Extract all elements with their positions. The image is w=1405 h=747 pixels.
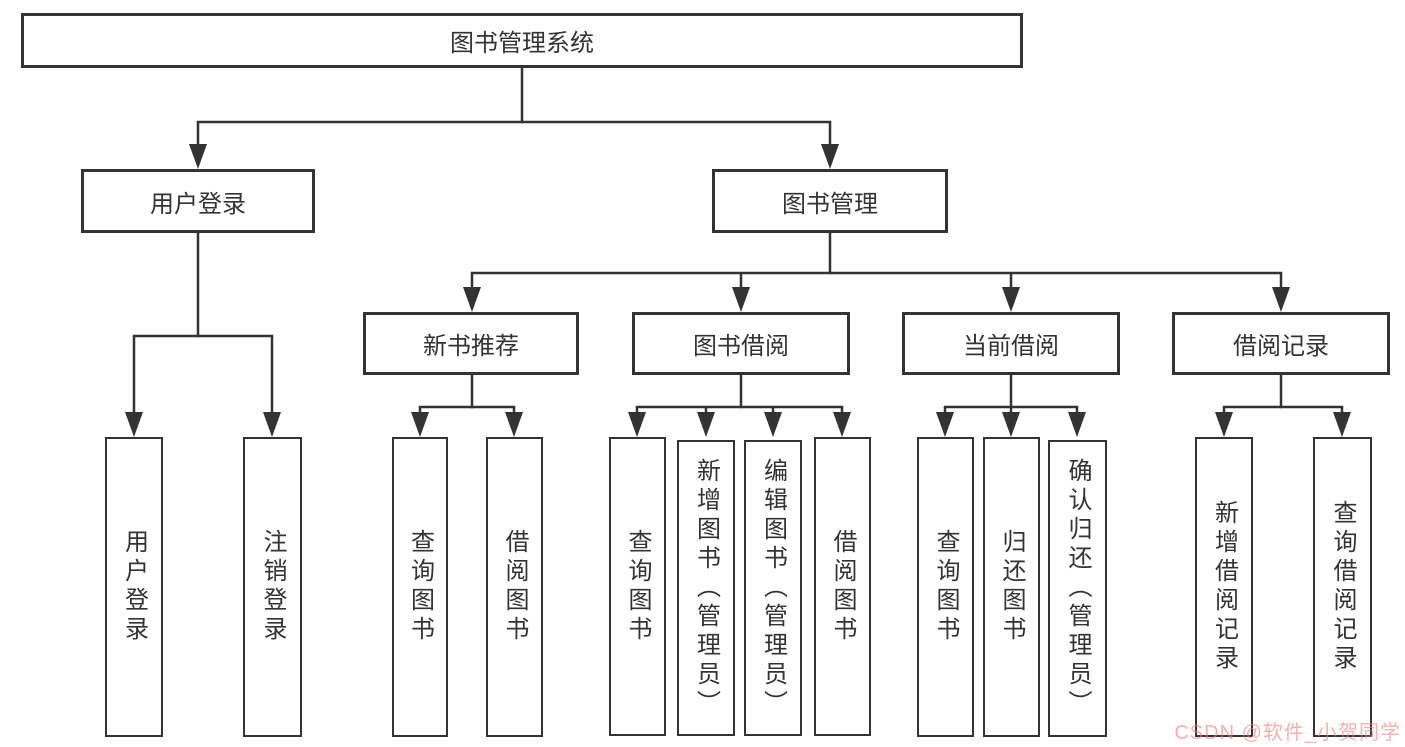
node-current-borrow: 当前借阅	[902, 312, 1120, 375]
node-new-book-recommend: 新书推荐	[363, 312, 579, 375]
node-book-borrow: 图书借阅	[632, 312, 850, 375]
leaf-borrow-query: 查询图书	[609, 437, 666, 736]
leaf-logout: 注销登录	[243, 437, 302, 737]
watermark: CSDN @软件_小贺同学	[1174, 722, 1401, 744]
leaf-user-login: 用户登录	[105, 437, 163, 737]
node-root: 图书管理系统	[21, 13, 1023, 68]
leaf-newbook-borrow: 借阅图书	[486, 437, 543, 737]
leaf-current-query: 查询图书	[917, 437, 974, 737]
node-user-login: 用户登录	[81, 169, 315, 233]
leaf-current-return: 归还图书	[983, 437, 1040, 737]
node-book-management: 图书管理	[712, 169, 948, 233]
node-borrow-records: 借阅记录	[1172, 312, 1390, 375]
leaf-current-confirm: 确认归还（管理员）	[1048, 440, 1107, 737]
leaf-borrow-borrow: 借阅图书	[814, 437, 871, 736]
leaf-records-query: 查询借阅记录	[1313, 437, 1372, 737]
leaf-newbook-query: 查询图书	[392, 437, 448, 737]
leaf-borrow-add: 新增图书（管理员）	[677, 440, 735, 736]
leaf-records-add: 新增借阅记录	[1195, 437, 1253, 737]
leaf-borrow-edit: 编辑图书（管理员）	[744, 440, 802, 736]
